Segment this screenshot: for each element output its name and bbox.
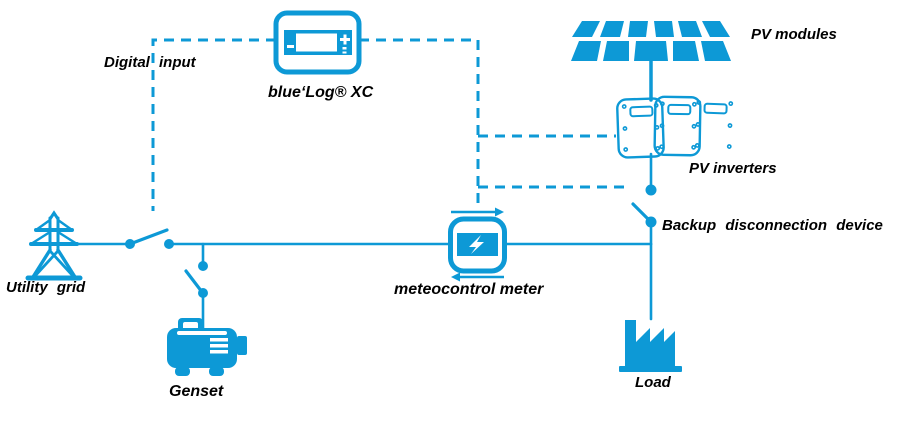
genset-label: Genset [169, 383, 224, 400]
pv-modules-label: PV modules [751, 26, 837, 43]
utility-grid-switch-icon [125, 228, 174, 249]
switch-node [198, 261, 208, 271]
switch-blade [184, 269, 204, 294]
meteocontrol-meter-label: meteocontrol meter [394, 281, 544, 298]
backup-disconnection-switch-icon [631, 184, 657, 228]
switch-node [125, 239, 135, 249]
load-label: Load [635, 374, 671, 391]
switch-node [645, 184, 657, 196]
transmission-tower-icon [25, 210, 83, 281]
reverse-arrow-icon [451, 272, 504, 282]
backup-disconnection-device-label: Backup disconnection device [662, 217, 883, 234]
switch-node [645, 216, 657, 228]
genset-switch-icon [184, 261, 208, 298]
factory-icon [619, 320, 682, 372]
switch-node [198, 288, 208, 298]
power-lines [75, 59, 653, 332]
signal-lines [151, 38, 624, 211]
switch-node [164, 239, 174, 249]
bluelog-left-signal-line [151, 38, 276, 211]
forward-arrow-icon [451, 207, 504, 217]
switch-blade [128, 228, 169, 246]
datalogger-device-icon [273, 10, 362, 75]
digital-input-label: Digital input [104, 54, 196, 71]
utility-grid-label: Utility grid [6, 279, 86, 296]
solar-panel-icon [571, 21, 731, 61]
inverter-boxes-icon [616, 95, 737, 159]
energy-meter-icon [448, 207, 507, 282]
pv-inverters-label: PV inverters [689, 160, 777, 177]
lightning-bolt-icon [469, 235, 484, 254]
bluelog-label: blue‘Log® XC [268, 84, 374, 101]
generator-icon [167, 318, 247, 376]
